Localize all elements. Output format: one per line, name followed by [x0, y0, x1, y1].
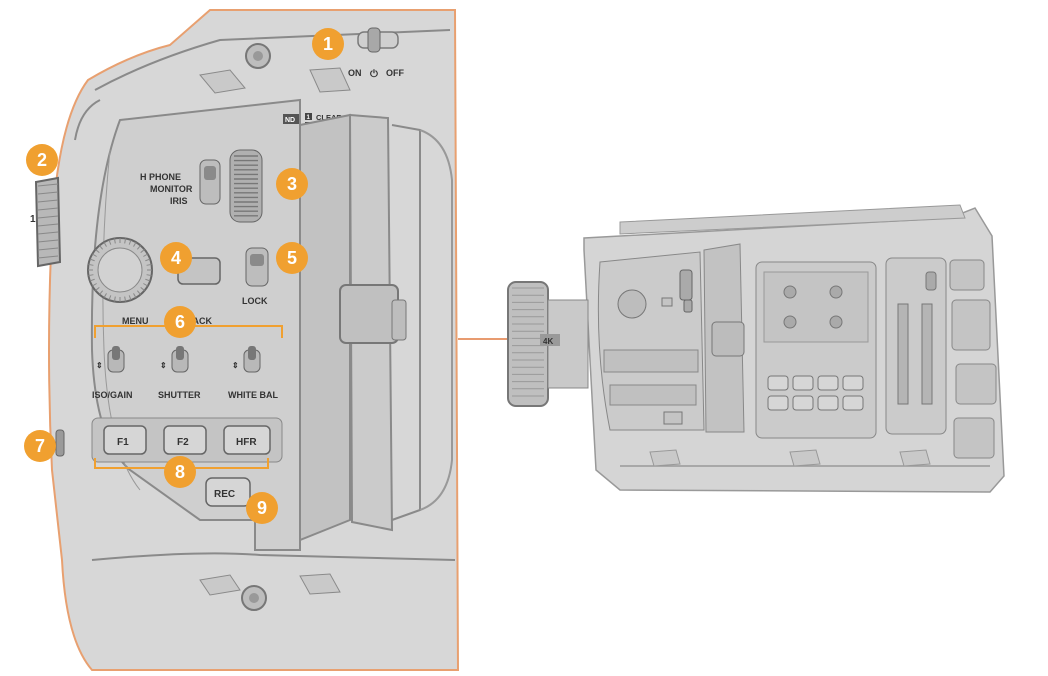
callout-badge [164, 456, 196, 488]
callout-7: 7 [24, 430, 56, 462]
callout-badge [26, 144, 58, 176]
callout-markers: 1 2 3 4 5 6 7 8 9 [24, 28, 344, 524]
mini-media-panel [885, 257, 947, 435]
monitor-label: MONITOR [150, 184, 193, 194]
record-button[interactable] [205, 477, 251, 507]
lens-ring-ridges [37, 183, 59, 259]
nd-position-number: 1 [307, 115, 311, 121]
callout-number: 7 [35, 436, 45, 456]
mini-button [767, 395, 789, 411]
top-frame [94, 29, 451, 91]
power-on-label: ON [348, 68, 362, 78]
mini-button [817, 395, 839, 411]
lens-ring[interactable] [34, 176, 62, 268]
hphone-label: H PHONE [140, 172, 181, 182]
mini-button [842, 375, 864, 391]
nd-position-label: CLEAR [316, 113, 342, 122]
svg-text:⇕: ⇕ [96, 361, 103, 370]
nd-tag [283, 114, 299, 124]
iso-label: ISO/GAIN [92, 390, 133, 400]
iris-label: IRIS [170, 196, 188, 206]
lock-label: LOCK [242, 296, 268, 306]
iso-switch[interactable]: ⇕ [96, 346, 125, 373]
callout-badge [164, 306, 196, 338]
iris-wheel[interactable] [229, 149, 263, 223]
callout-number: 4 [171, 248, 181, 268]
lens-mount-ridges [512, 287, 544, 397]
callout-number: 3 [287, 174, 297, 194]
f2-button[interactable] [163, 425, 207, 455]
svg-text:⇕: ⇕ [232, 361, 239, 370]
mini-button [792, 395, 814, 411]
callout-number: 6 [175, 312, 185, 332]
hfr-button[interactable] [223, 425, 271, 455]
menu-dial-knurl [88, 238, 152, 302]
mini-transport-buttons [767, 375, 864, 411]
callout-4: 4 [160, 242, 192, 274]
side-door [299, 113, 351, 542]
callout-badge [160, 242, 192, 274]
4k-badge-text: 4K [543, 337, 553, 346]
callout-number: 2 [37, 150, 47, 170]
callout-badge [24, 430, 56, 462]
svg-text:⇕: ⇕ [160, 361, 167, 370]
mini-button [792, 375, 814, 391]
callout-5: 5 [276, 242, 308, 274]
full-camera: 4K [507, 204, 1005, 493]
lock-switch[interactable] [245, 247, 269, 287]
callout-badge [276, 168, 308, 200]
lens-ring-mark: 1 [30, 214, 36, 225]
callout-number: 1 [323, 34, 333, 54]
back-label: BACK [186, 316, 212, 326]
wb-switch[interactable]: ⇕ [232, 346, 261, 373]
callout-1: 1 [312, 28, 344, 60]
mini-button [842, 395, 864, 411]
callout-badge [312, 28, 344, 60]
callout-8: 8 [164, 456, 196, 488]
callout-9: 9 [246, 492, 278, 524]
menu-label: MENU [122, 316, 149, 326]
rec-label: REC [214, 489, 235, 500]
callout-number: 9 [257, 498, 267, 518]
mini-button [817, 375, 839, 391]
callout-6: 6 [164, 306, 196, 338]
nd-tag-text: ND [285, 117, 295, 124]
mini-button [767, 375, 789, 391]
callout-3: 3 [276, 168, 308, 200]
shutter-switch[interactable]: ⇕ [160, 346, 189, 373]
power-icon: ⏻ [370, 68, 378, 80]
hfr-label: HFR [236, 437, 257, 448]
callout-number: 5 [287, 248, 297, 268]
door-latch[interactable] [339, 284, 399, 344]
4k-badge [540, 334, 560, 346]
side-latch[interactable] [55, 429, 65, 457]
wb-label: WHITE BAL [228, 390, 278, 400]
callout-number: 8 [175, 462, 185, 482]
closeup-panel: ON ⏻ OFF ND 1CLEAR22 STOPS34 STOPS46 STO… [30, 9, 460, 671]
iris-wheel-ridges [234, 155, 258, 217]
power-off-label: OFF [386, 68, 404, 78]
f1-button[interactable] [103, 425, 147, 455]
f1-label: F1 [117, 437, 129, 448]
shutter-label: SHUTTER [158, 390, 201, 400]
callout-badge [246, 492, 278, 524]
callout-2: 2 [26, 144, 58, 176]
callout-badge [276, 242, 308, 274]
nd-position-box [305, 113, 312, 120]
f2-label: F2 [177, 437, 189, 448]
